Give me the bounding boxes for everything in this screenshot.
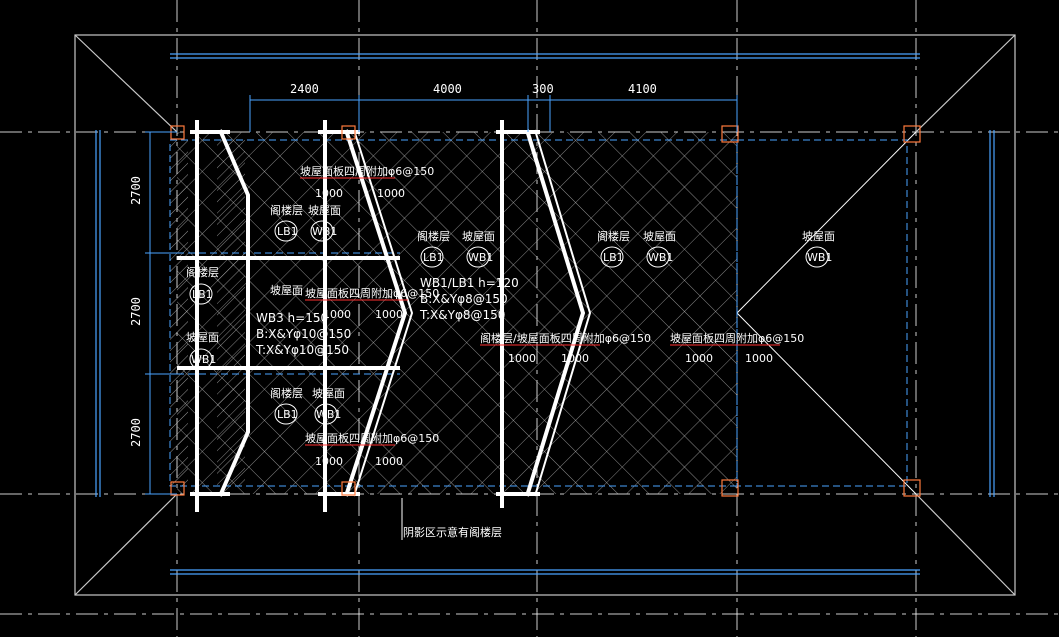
label-loft-d: 阁楼层 (417, 229, 450, 243)
wb3-bottom-rebar: B:X&Yφ10@150 (256, 327, 351, 341)
len-5a: 1000 (315, 455, 343, 468)
label-roof-g: 坡屋面 (802, 230, 835, 243)
walls-and-ridges (177, 120, 592, 512)
wb1-bottom-rebar: B:X&Yφ8@150 (420, 292, 508, 306)
dim-left-3: 2700 (129, 418, 143, 447)
roof-eave-frame (74, 34, 1016, 596)
dim-top-4: 4100 (628, 82, 657, 96)
dimension-lines (145, 95, 738, 495)
wb1-thickness: WB1/LB1 h=120 (420, 276, 519, 290)
label-roof-f: 坡屋面 (643, 230, 676, 243)
wb1-top-rebar: T:X&Yφ8@150 (419, 308, 505, 322)
dim-top-3: 300 (532, 82, 554, 96)
label-roof-c: 坡屋面 (270, 284, 303, 297)
tag-wb1-d: WB1 (468, 251, 493, 264)
rebar-note-5: 坡屋面板四周附加φ6@150 (305, 431, 439, 445)
tag-wb1-e: WB1 (648, 251, 673, 264)
label-roof-e: 坡屋面 (462, 230, 495, 243)
len-2b: 1000 (375, 308, 403, 321)
dim-top-2: 4000 (433, 82, 462, 96)
right-bay (736, 131, 917, 495)
gutters (95, 53, 995, 575)
tag-lb1-b: LB1 (192, 288, 213, 301)
label-loft-a: 阁楼层 (270, 203, 303, 217)
dim-top-1: 2400 (290, 82, 319, 96)
tag-wb1-b: WB1 (191, 353, 216, 366)
slab-tags (189, 220, 829, 425)
tag-lb1-d: LB1 (423, 251, 444, 264)
slab-hatch (170, 132, 737, 494)
slab-outline-dashed (169, 139, 738, 487)
len-3b: 1000 (561, 352, 589, 365)
wb3-top-rebar: T:X&Yφ10@150 (255, 343, 349, 357)
rebar-note-3: 阁楼层/坡屋面板四周附加φ6@150 (480, 331, 651, 345)
tag-wb1-f: WB1 (807, 251, 832, 264)
shade-note: 阴影区示意有阁楼层 (403, 525, 502, 539)
len-1b: 1000 (377, 187, 405, 200)
len-5b: 1000 (375, 455, 403, 468)
len-1a: 1000 (315, 187, 343, 200)
rebar-leaders (300, 177, 780, 446)
tag-lb1-e: LB1 (603, 251, 624, 264)
tag-wb1-c: WB1 (316, 408, 341, 421)
label-roof-a: 坡屋面 (308, 204, 341, 217)
rebar-note-1: 坡屋面板四周附加φ6@150 (300, 164, 434, 178)
label-loft-e: 阁楼层 (597, 229, 630, 243)
tag-lb1-a: LB1 (277, 225, 298, 238)
wb3-thickness: WB3 h=150 (256, 311, 328, 325)
tag-wb1-a: WB1 (312, 225, 337, 238)
len-4b: 1000 (745, 352, 773, 365)
columns (170, 125, 921, 497)
label-roof-b: 坡屋面 (186, 331, 219, 344)
len-2a: 1000 (323, 308, 351, 321)
rebar-note-2: 坡屋面板四周附加φ6@150 (305, 286, 439, 300)
tag-lb1-c: LB1 (277, 408, 298, 421)
dim-left-2: 2700 (129, 297, 143, 326)
len-4a: 1000 (685, 352, 713, 365)
axis-lines-horizontal (0, 131, 1059, 615)
label-loft-b: 阁楼层 (186, 265, 219, 279)
rebar-note-4: 坡屋面板四周附加φ6@150 (670, 331, 804, 345)
len-3a: 1000 (508, 352, 536, 365)
dim-left-1: 2700 (129, 176, 143, 205)
label-loft-c: 阁楼层 (270, 386, 303, 400)
label-roof-d: 坡屋面 (312, 387, 345, 400)
